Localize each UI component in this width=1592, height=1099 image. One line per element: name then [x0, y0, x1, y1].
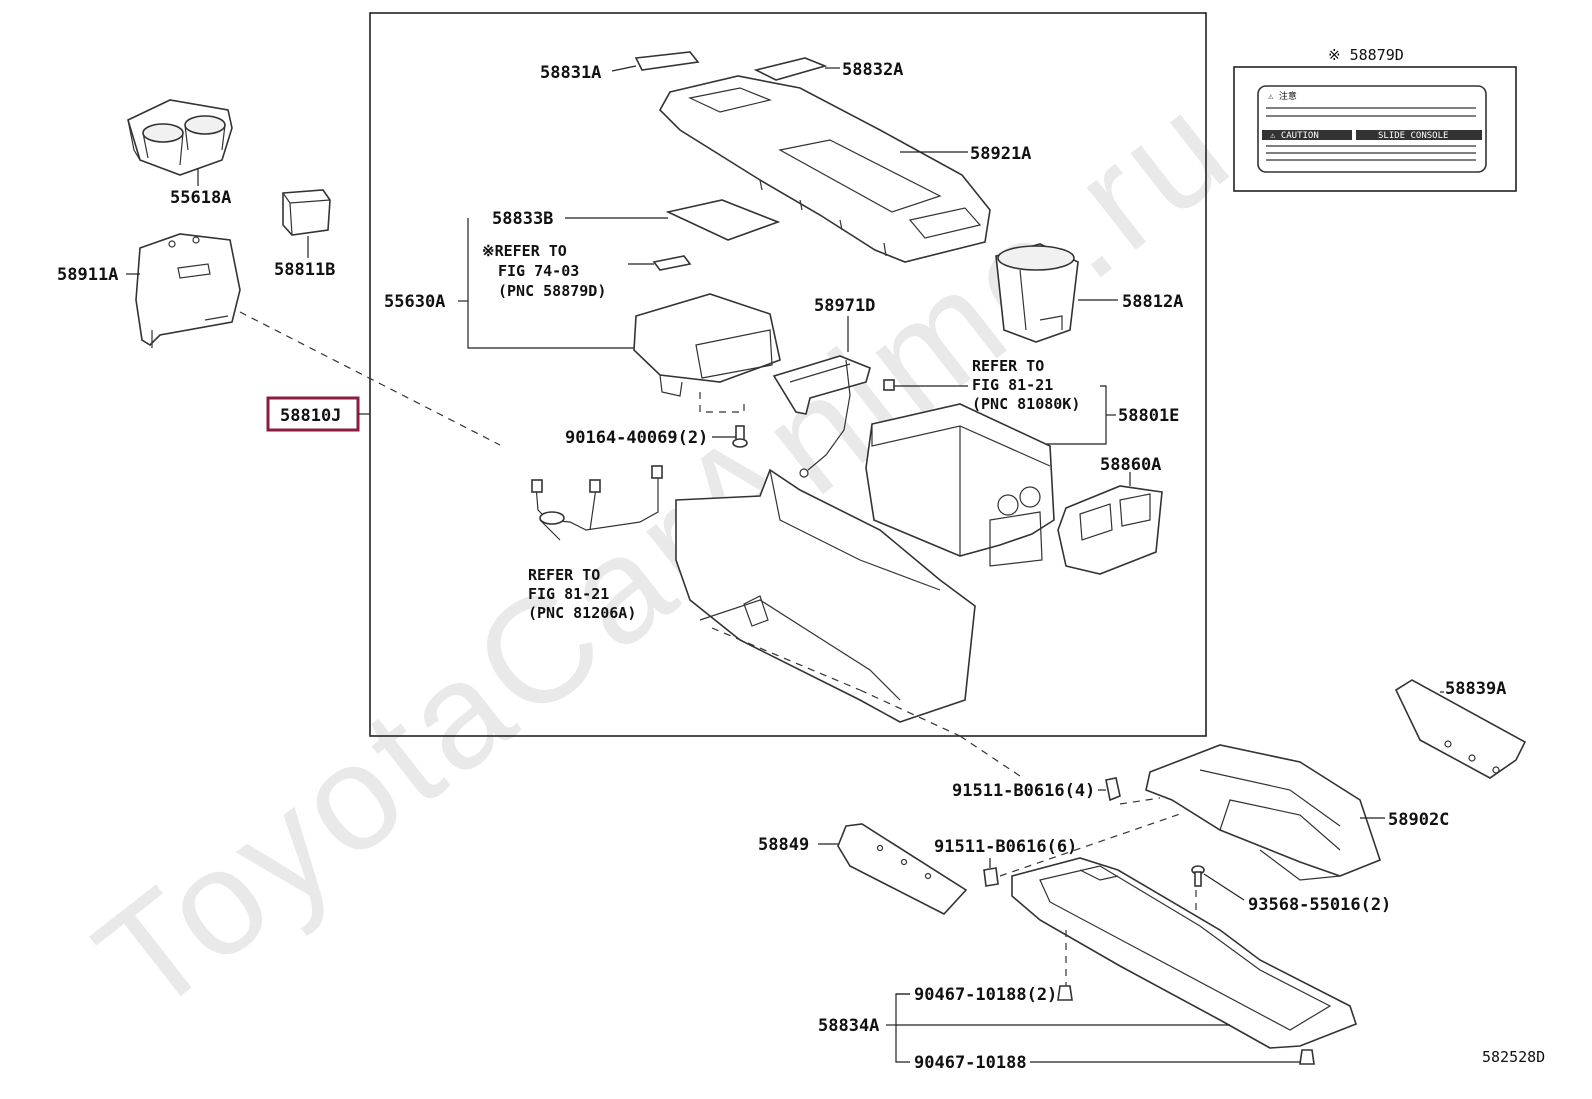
- inset-frame: [1233, 66, 1517, 192]
- ref3-line2: FIG 81-21: [528, 585, 609, 603]
- diagram-id: 582528D: [1482, 1048, 1545, 1066]
- label-58810J[interactable]: 58810J: [280, 406, 341, 426]
- part-58833B-pad[interactable]: [665, 199, 781, 241]
- label-58811B[interactable]: 58811B: [274, 260, 335, 280]
- part-58911A-panel[interactable]: [135, 233, 241, 348]
- ref3-line3: (PNC 81206A): [528, 604, 636, 622]
- inset-warning-label: ⚠ 注意: [1268, 90, 1297, 102]
- label-58833B[interactable]: 58833B: [492, 209, 553, 229]
- ref1-line3: (PNC 58879D): [498, 282, 606, 300]
- label-58831A[interactable]: 58831A: [540, 63, 601, 83]
- ref1-line1: ※REFER TO: [482, 242, 567, 260]
- ref3-line1: REFER TO: [528, 566, 600, 584]
- assembly-frame: [369, 12, 1207, 737]
- sticker-58879D[interactable]: [652, 255, 692, 271]
- inset-title: ※ 58879D: [1328, 46, 1404, 64]
- label-58834A[interactable]: 58834A: [818, 1016, 879, 1036]
- label-91511-6[interactable]: 91511-B0616(6): [934, 837, 1077, 857]
- part-58849-strip[interactable]: [837, 823, 968, 915]
- label-58832A[interactable]: 58832A: [842, 60, 903, 80]
- part-58811B-clip[interactable]: [282, 189, 331, 236]
- ref2-line3: (PNC 81080K): [972, 395, 1080, 413]
- label-58921A[interactable]: 58921A: [970, 144, 1031, 164]
- part-58834A-tray[interactable]: [1011, 857, 1357, 1049]
- clip-81080K[interactable]: [883, 379, 895, 391]
- label-55630A[interactable]: 55630A: [384, 292, 445, 312]
- label-58860A[interactable]: 58860A: [1100, 455, 1161, 475]
- inset-slide-label: SLIDE CONSOLE: [1378, 131, 1448, 141]
- ref1-line2: FIG 74-03: [498, 262, 579, 280]
- part-58831A-pad[interactable]: [634, 51, 700, 71]
- part-55618A-cupholder[interactable]: [127, 99, 233, 176]
- clip-90467[interactable]: [1299, 1049, 1315, 1065]
- label-90164[interactable]: 90164-40069(2): [565, 428, 708, 448]
- wire-harness-81206A[interactable]: [531, 465, 663, 541]
- ref2-line2: FIG 81-21: [972, 376, 1053, 394]
- screw-93568[interactable]: [1191, 865, 1205, 887]
- screw-91511-6[interactable]: [983, 867, 999, 887]
- part-58921A-upper-panel[interactable]: [659, 75, 991, 263]
- label-93568[interactable]: 93568-55016(2): [1248, 895, 1391, 915]
- ref2-line1: REFER TO: [972, 357, 1044, 375]
- inset-caution-label: ⚠ CAUTION: [1270, 131, 1319, 141]
- inset-label-58879D[interactable]: ⚠ 注意 ⚠ CAUTION SLIDE CONSOLE: [1257, 85, 1487, 173]
- label-55618A[interactable]: 55618A: [170, 188, 231, 208]
- part-55630A-armrest[interactable]: [633, 293, 781, 397]
- label-58839A[interactable]: 58839A: [1445, 679, 1506, 699]
- part-58839A-trim[interactable]: [1394, 679, 1527, 779]
- label-58801E[interactable]: 58801E: [1118, 406, 1179, 426]
- part-58860A-vent[interactable]: [1057, 485, 1163, 575]
- part-console-body[interactable]: [675, 468, 976, 723]
- label-58849[interactable]: 58849: [758, 835, 809, 855]
- part-58832A-pad[interactable]: [753, 57, 828, 81]
- label-58902C[interactable]: 58902C: [1388, 810, 1449, 830]
- label-58812A[interactable]: 58812A: [1122, 292, 1183, 312]
- part-58812A-cupholder-insert[interactable]: [995, 243, 1079, 343]
- label-90467[interactable]: 90467-10188: [914, 1053, 1027, 1073]
- label-58911A[interactable]: 58911A: [57, 265, 118, 285]
- part-58801E-center-box[interactable]: [865, 403, 1055, 567]
- part-58902C-bracket[interactable]: [1145, 744, 1381, 881]
- label-90467-2[interactable]: 90467-10188(2): [914, 985, 1057, 1005]
- part-58971D-bracket[interactable]: [772, 355, 871, 478]
- label-58971D[interactable]: 58971D: [814, 296, 875, 316]
- clip-90467-2[interactable]: [1057, 985, 1073, 1001]
- label-91511-4[interactable]: 91511-B0616(4): [952, 781, 1095, 801]
- screw-90164[interactable]: [732, 425, 748, 448]
- screw-91511-4[interactable]: [1105, 777, 1121, 802]
